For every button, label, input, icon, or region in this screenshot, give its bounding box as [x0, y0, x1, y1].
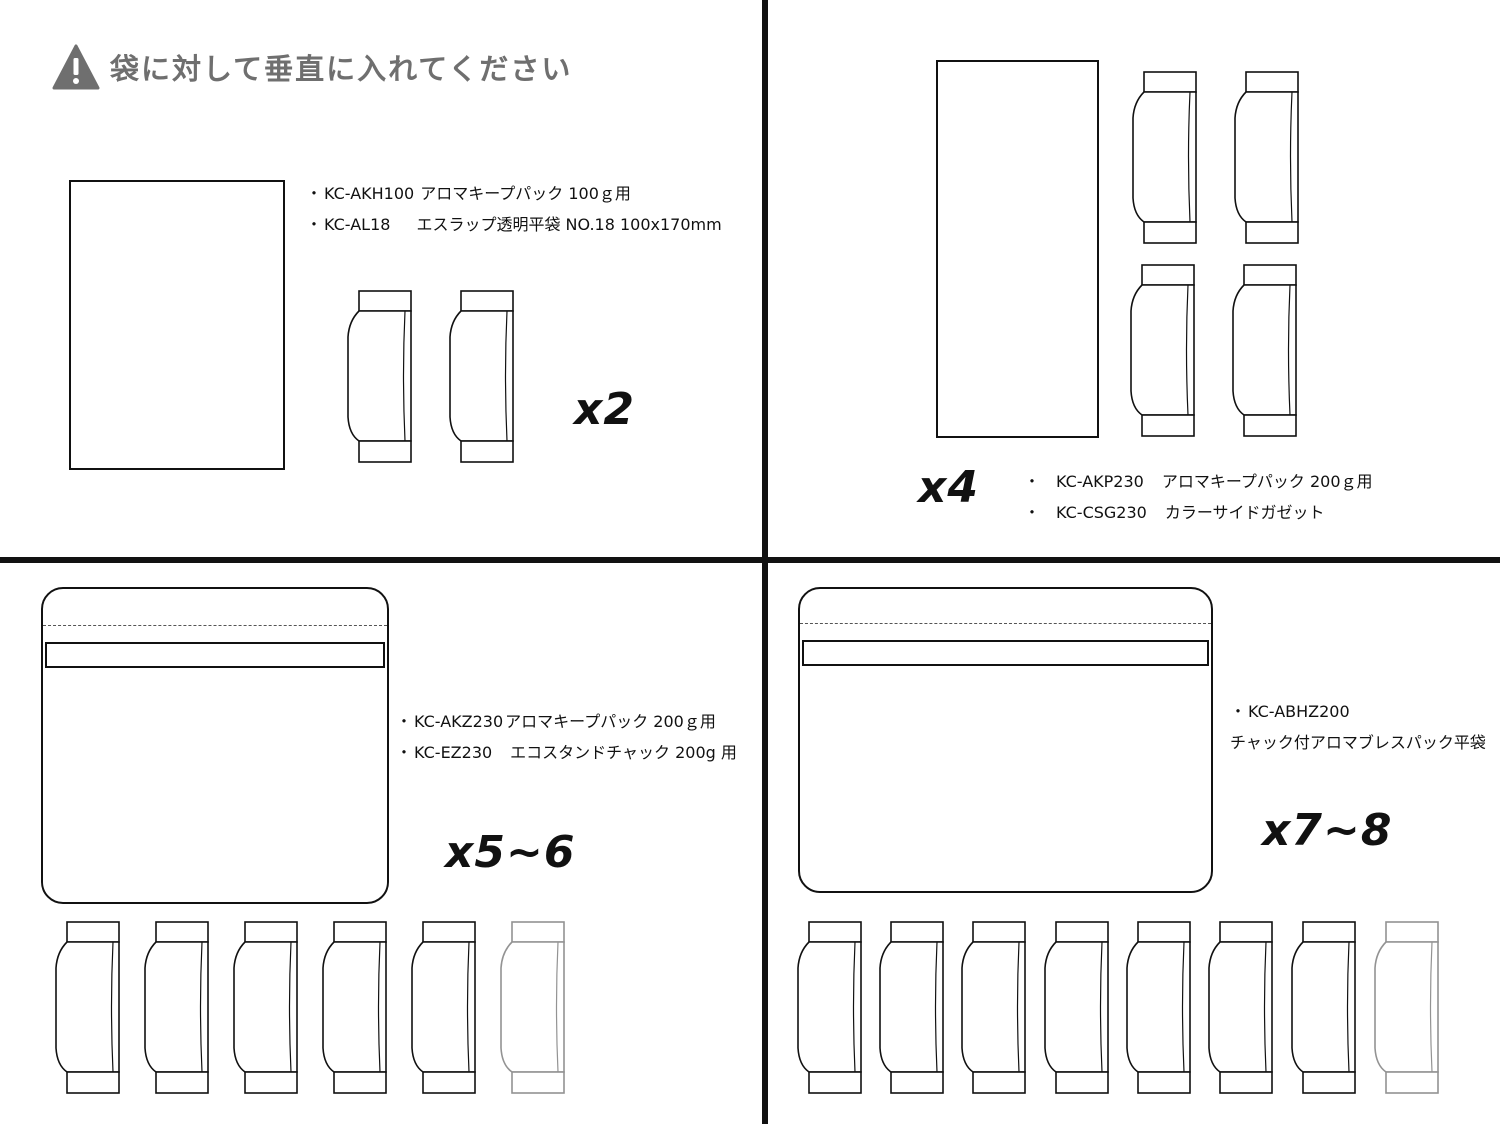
product-name: チャック付アロマブレスパック平袋 [1230, 733, 1486, 752]
warning-icon [52, 44, 100, 90]
product-name: エコスタンドチャック 200g 用 [510, 743, 737, 762]
coffee-pack-icon [1232, 70, 1302, 246]
product-code: KC-AKP230 [1056, 472, 1144, 491]
product-code: KC-AL18 [324, 215, 391, 234]
product-name: アロマキープパック 200ｇ用 [1161, 472, 1373, 491]
coffee-pack-icon [1042, 920, 1112, 1096]
product-item: チャック付アロマブレスパック平袋 [1230, 727, 1486, 758]
quantity-multiplier: x5~6 [445, 827, 576, 878]
product-code: KC-AKH100 [324, 184, 415, 203]
bullet: ・ [1230, 702, 1247, 721]
coffee-pack-icon [231, 920, 301, 1096]
horizontal-divider [0, 557, 1500, 563]
q2-product-list: ・ KC-AKP230 アロマキープパック 200ｇ用 ・ KC-CSG230 … [1024, 466, 1373, 528]
quantity-multiplier: x4 [918, 462, 979, 513]
coffee-pack-icon [959, 920, 1029, 1096]
optional-coffee-pack-icon [1372, 920, 1442, 1096]
coffee-pack-icon [1230, 263, 1300, 439]
coffee-pack-icon [345, 289, 415, 465]
flat-bag-outline [69, 180, 285, 470]
product-name: カラーサイドガゼット [1164, 503, 1325, 522]
coffee-pack-icon [320, 920, 390, 1096]
bullet: ・ [1024, 503, 1041, 522]
bullet: ・ [396, 712, 413, 731]
coffee-pack-icon [1289, 920, 1359, 1096]
coffee-pack-icon [1124, 920, 1194, 1096]
optional-coffee-pack-icon [498, 920, 568, 1096]
bullet: ・ [1024, 472, 1041, 491]
product-name: アロマキープパック 100ｇ用 [420, 184, 631, 203]
q4-product-list: ・ KC-ABHZ200 チャック付アロマブレスパック平袋 [1230, 696, 1486, 758]
product-item: ・ KC-AKZ230 アロマキープパック 200ｇ用 [396, 706, 737, 737]
coffee-pack-icon [877, 920, 947, 1096]
coffee-pack-icon [1130, 70, 1200, 246]
product-item: ・ KC-AKP230 アロマキープパック 200ｇ用 [1024, 466, 1373, 497]
product-item: ・ KC-AL18 エスラップ透明平袋 NO.18 100x170mm [306, 209, 722, 240]
product-name: アロマキープパック 200ｇ用 [505, 712, 716, 731]
quantity-multiplier: x2 [574, 384, 635, 435]
coffee-pack-icon [53, 920, 123, 1096]
coffee-pack-icon [142, 920, 212, 1096]
product-code: KC-ABHZ200 [1248, 702, 1350, 721]
coffee-pack-icon [447, 289, 517, 465]
tear-line [43, 625, 387, 626]
zipper-strip [45, 642, 385, 668]
coffee-pack-icon [1206, 920, 1276, 1096]
quantity-multiplier: x7~8 [1262, 805, 1393, 856]
product-code: KC-CSG230 [1056, 503, 1147, 522]
product-code: KC-EZ230 [414, 743, 493, 762]
side-gusset-bag-outline [936, 60, 1099, 438]
product-item: ・ KC-ABHZ200 [1230, 696, 1486, 727]
q1-product-list: ・ KC-AKH100 アロマキープパック 100ｇ用 ・ KC-AL18 エス… [306, 178, 722, 240]
product-item: ・ KC-CSG230 カラーサイドガゼット [1024, 497, 1373, 528]
product-code: KC-AKZ230 [414, 712, 504, 731]
zipper-bag-outline [798, 587, 1213, 893]
bullet: ・ [396, 743, 413, 762]
coffee-pack-icon [795, 920, 865, 1096]
product-name: エスラップ透明平袋 NO.18 100x170mm [416, 215, 722, 234]
tear-line [800, 623, 1211, 624]
warning-text: 袋に対して垂直に入れてください [110, 52, 573, 86]
coffee-pack-icon [1128, 263, 1198, 439]
zipper-bag-outline [41, 587, 389, 904]
bullet: ・ [306, 184, 323, 203]
warning-heading: 袋に対して垂直に入れてください [52, 44, 572, 90]
bullet: ・ [306, 215, 323, 234]
zipper-strip [802, 640, 1209, 666]
coffee-pack-icon [409, 920, 479, 1096]
product-item: ・ KC-AKH100 アロマキープパック 100ｇ用 [306, 178, 722, 209]
q3-product-list: ・ KC-AKZ230 アロマキープパック 200ｇ用 ・ KC-EZ230 エ… [396, 706, 737, 768]
product-item: ・ KC-EZ230 エコスタンドチャック 200g 用 [396, 737, 737, 768]
